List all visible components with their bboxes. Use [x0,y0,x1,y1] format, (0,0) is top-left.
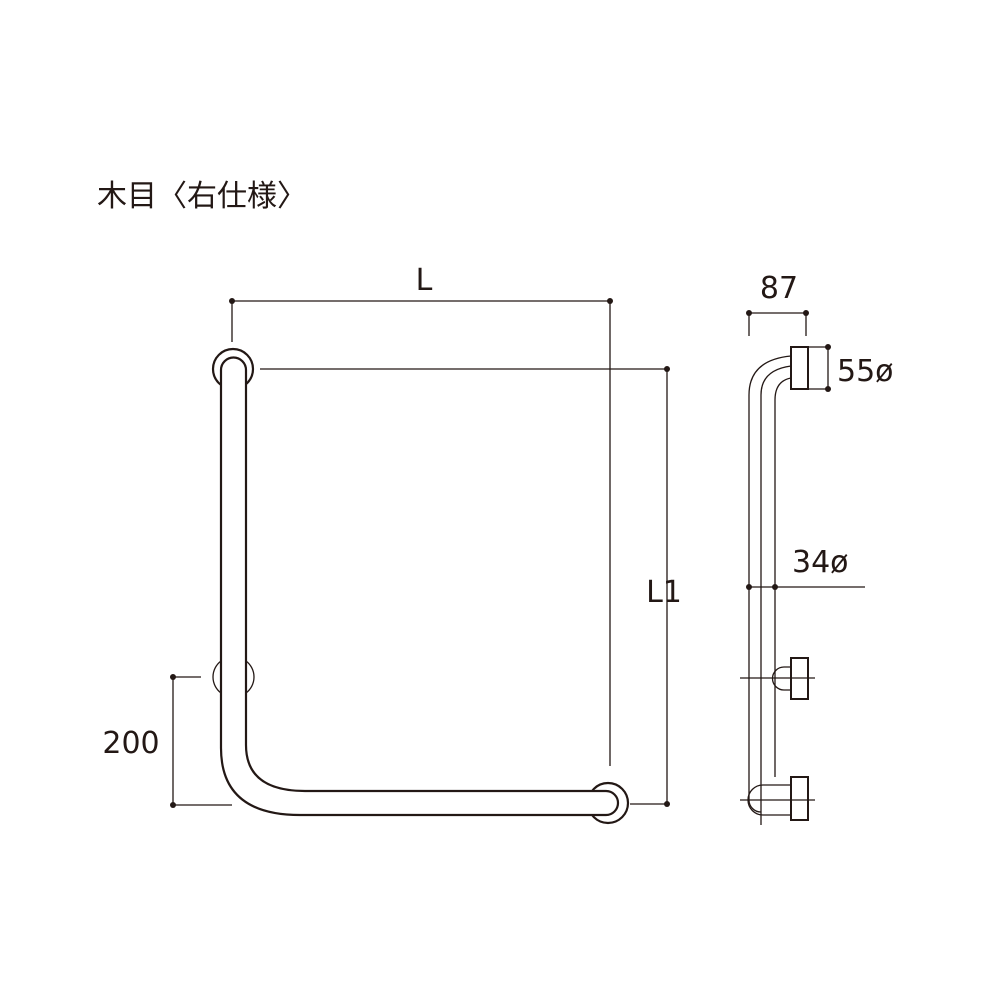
dimension-L1: L1 [260,366,682,807]
dimension-55-label: 55ø [837,354,894,389]
dimension-L-label: L [416,263,433,298]
middle-flange [212,660,255,694]
dimension-L: L [229,263,613,766]
front-view: L L1 200 [102,263,682,825]
side-bottom-flange [790,776,809,821]
dimension-34-label: 34ø [792,545,849,580]
dimension-34: 34ø [746,545,865,590]
dimension-87: 87 [746,271,809,336]
side-tube-inner [774,377,792,777]
drawing-title: 木目〈右仕様〉 [97,179,307,214]
dimension-87-label: 87 [760,271,798,306]
side-view: 87 55ø 34ø [740,271,894,825]
l-shaped-tube [219,356,620,817]
dimension-L1-label: L1 [646,575,682,610]
dimension-200: 200 [102,674,232,808]
dimension-55: 55ø [808,344,894,392]
side-tube-center [760,365,792,825]
side-top-flange [790,346,809,390]
side-tube-outer [748,355,792,800]
dimension-200-label: 200 [102,726,159,761]
